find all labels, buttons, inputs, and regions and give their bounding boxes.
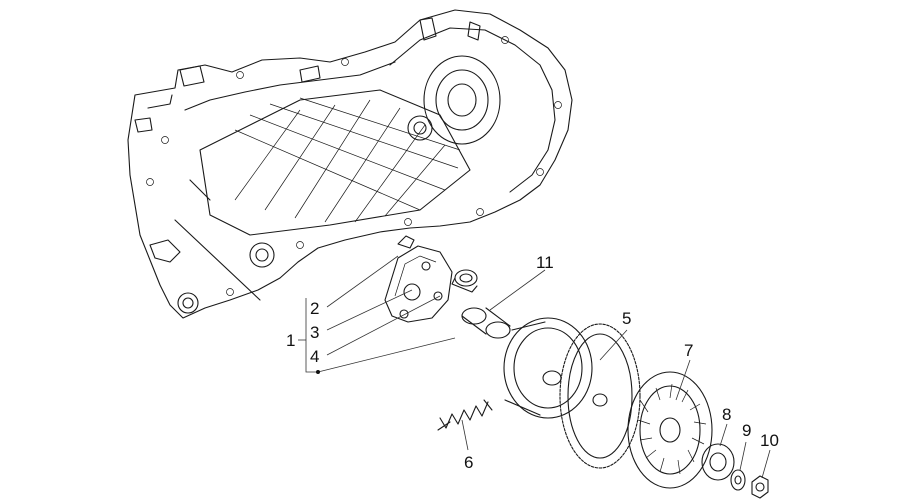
callout-2[interactable]: 2: [310, 299, 319, 318]
callout-3[interactable]: 3: [310, 323, 319, 342]
nut[interactable]: [751, 475, 769, 499]
callout-11[interactable]: 11: [536, 253, 554, 272]
fixed-fan-pulley[interactable]: [627, 371, 713, 489]
case-bolt-holes: [146, 36, 562, 296]
shaft-boss[interactable]: [407, 115, 433, 141]
callout-7[interactable]: 7: [684, 341, 693, 360]
spacer-sleeve[interactable]: [461, 307, 511, 339]
mounting-boss[interactable]: [249, 242, 275, 268]
retaining-clip[interactable]: [397, 235, 415, 249]
bearing-hub[interactable]: [701, 443, 735, 481]
leader-lines: [298, 255, 771, 479]
washer[interactable]: [730, 469, 746, 491]
crankshaft-bearing-seat[interactable]: [423, 55, 501, 145]
callout-6[interactable]: 6: [464, 453, 473, 472]
return-spring[interactable]: [437, 399, 493, 431]
pivot-eye[interactable]: [177, 292, 199, 314]
movable-pulley-half[interactable]: [503, 317, 593, 419]
callout-5[interactable]: 5: [622, 309, 631, 328]
callout-9[interactable]: 9: [742, 421, 751, 440]
callout-8[interactable]: 8: [722, 405, 731, 424]
crankcase-housing[interactable]: [127, 9, 573, 319]
callout-4[interactable]: 4: [310, 347, 319, 366]
callout-10[interactable]: 10: [760, 431, 779, 450]
ramp-plate[interactable]: [384, 245, 453, 323]
callout-1[interactable]: 1: [286, 331, 295, 350]
guide-bush[interactable]: [451, 269, 478, 293]
ring-gear[interactable]: [559, 323, 641, 469]
